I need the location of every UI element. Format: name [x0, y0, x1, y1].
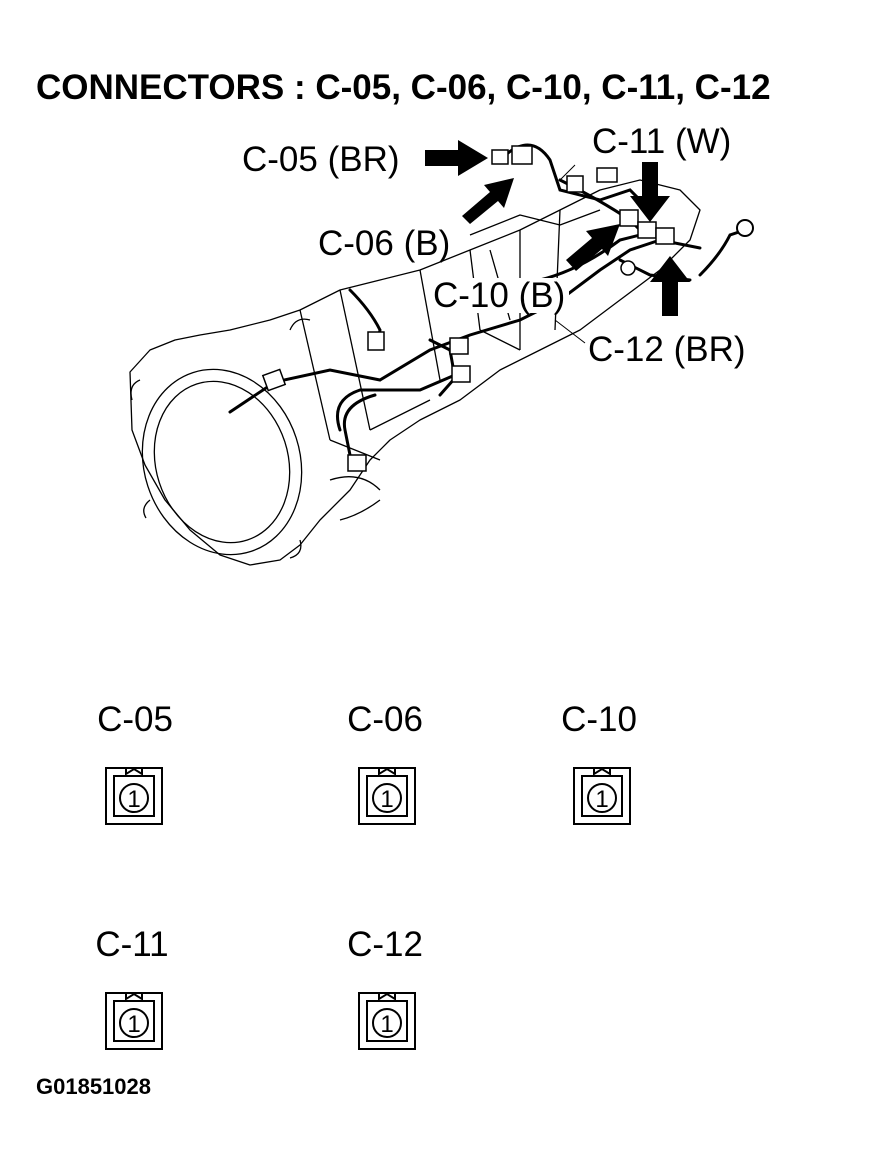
- connector-face-c11: 1: [105, 992, 163, 1050]
- callout-c12: C-12 (BR): [588, 330, 746, 369]
- callout-c06: C-06 (B): [318, 224, 451, 263]
- connector-label-c06: C-06: [347, 700, 423, 739]
- connector-label-c10: C-10: [561, 700, 637, 739]
- callout-c11: C-11 (W): [588, 124, 736, 159]
- callout-c05: C-05 (BR): [242, 140, 400, 179]
- connector-face-c06: 1: [358, 767, 416, 825]
- arrow-c11: [630, 162, 670, 222]
- connector-face-c05: 1: [105, 767, 163, 825]
- callout-c10: C-10 (B): [429, 278, 570, 313]
- arrow-c12: [650, 256, 690, 316]
- pin-number: 1: [380, 1011, 393, 1038]
- bolt: [620, 260, 636, 276]
- arrow-c05: [425, 140, 488, 176]
- arrow-c06: [462, 178, 514, 224]
- page-title: CONNECTORS : C-05, C-06, C-10, C-11, C-1…: [36, 68, 771, 107]
- connector-label-c12: C-12: [347, 925, 423, 964]
- harness-connectors: [261, 145, 675, 472]
- arrow-c10: [566, 224, 620, 271]
- connector-face-c12: 1: [358, 992, 416, 1050]
- leader-lines: [554, 164, 586, 344]
- connector-label-c11: C-11: [95, 925, 169, 964]
- pin-number: 1: [380, 786, 393, 813]
- pin-number: 1: [127, 786, 140, 813]
- transmission-housing: [129, 179, 701, 566]
- connector-face-c10: 1: [573, 767, 631, 825]
- pin-number: 1: [127, 1011, 140, 1038]
- ground-terminal: [736, 219, 754, 237]
- figure-id: G01851028: [36, 1074, 151, 1099]
- callout-arrows: [425, 140, 690, 316]
- connector-label-c05: C-05: [97, 700, 173, 739]
- pin-number: 1: [595, 786, 608, 813]
